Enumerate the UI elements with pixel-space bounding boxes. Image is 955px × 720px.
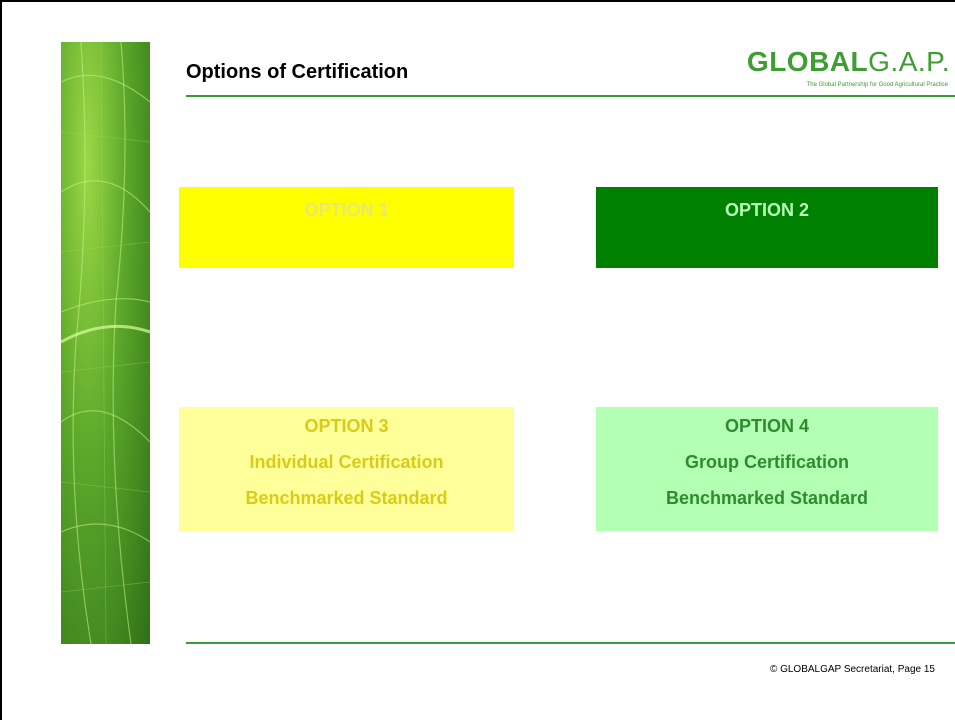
logo-light: G.A.P. (868, 46, 950, 77)
footer-divider (186, 642, 955, 644)
header-divider (186, 95, 955, 97)
logo-bold: GLOBAL (746, 46, 869, 77)
option-2-title: OPTION 2 (724, 200, 809, 220)
option-4-title: OPTION 4 (724, 416, 809, 436)
option-3-title: OPTION 3 (304, 416, 389, 436)
option-4-certification: Group Certification (684, 452, 849, 472)
logo-tagline: The Global Partnership for Good Agricult… (806, 82, 948, 88)
option-4-standard: Benchmarked Standard (665, 488, 869, 508)
footer-text: © GLOBALGAP Secretariat, Page 15 (769, 664, 935, 675)
logo-wordmark: GLOBALG.A.P. (747, 46, 950, 78)
option-1-title: OPTION 1 (304, 200, 389, 220)
option-1-box: OPTION 1 (179, 187, 514, 268)
option-3-box: OPTION 3 Individual Certification Benchm… (179, 407, 514, 531)
option-2-box: OPTION 2 (596, 187, 938, 268)
slide-title: Options of Certification (186, 61, 409, 83)
leaf-image (61, 42, 150, 644)
option-3-standard: Benchmarked Standard (245, 488, 448, 508)
option-4-box: OPTION 4 Group Certification Benchmarked… (596, 407, 938, 531)
option-3-certification: Individual Certification (249, 452, 444, 472)
globalgap-logo: GLOBALG.A.P. The Global Partnership for … (700, 46, 950, 92)
